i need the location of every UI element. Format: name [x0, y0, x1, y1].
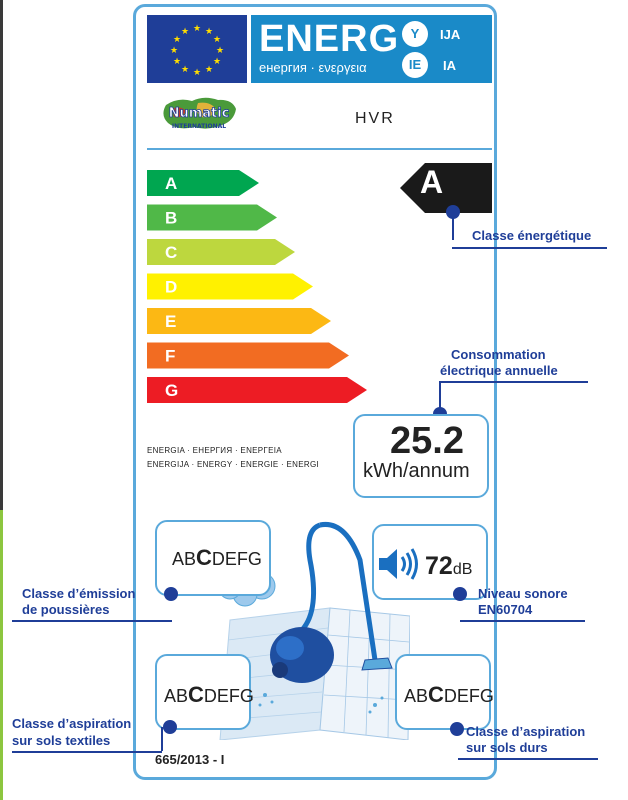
svg-text:★: ★ [193, 68, 201, 78]
dust-scale-suffix: DEFG [211, 549, 262, 569]
dust-emission-box [155, 520, 271, 596]
efficiency-bar-label: D [165, 278, 177, 297]
noise-label-line2: EN60704 [478, 602, 533, 617]
svg-text:★: ★ [173, 35, 181, 45]
carpet-cleaning-label-line1: Classe d’aspiration [12, 716, 132, 731]
svg-text:★: ★ [216, 46, 224, 56]
hard-floor-scale-prefix: AB [404, 686, 429, 706]
dust-emission-label-line2: de poussières [22, 602, 110, 617]
svg-text:★: ★ [193, 24, 201, 34]
noise-unit: dB [452, 561, 473, 578]
eu-flag-icon: ★ ★ ★ ★ ★ ★ ★ ★ ★ ★ ★ ★ [147, 15, 247, 83]
energy-class-label: Classe énergétique [472, 228, 592, 243]
energy-class-leader-line [452, 206, 454, 240]
hard-floor-cleaning-label-line2: sur sols durs [466, 740, 548, 755]
consumption-label-line2: électrique annuelle [440, 363, 558, 378]
dust-scale-prefix: AB [172, 549, 197, 569]
efficiency-bar-label: G [165, 381, 178, 400]
efficiency-bar-g [147, 377, 367, 403]
logo-wordmark: Numatic [169, 106, 230, 121]
speaker-icon [377, 546, 421, 587]
energy-class-underline [452, 247, 607, 249]
energy-class-arrow [400, 163, 492, 218]
consumption-leader-line [439, 381, 441, 411]
noise-pointer-dot [453, 587, 467, 601]
svg-text:★: ★ [181, 27, 189, 37]
carpet-scale-suffix: DEFG [203, 686, 254, 706]
energy-label-frame [133, 4, 497, 780]
numatic-logo: Numatic INTERNATIONAL [158, 95, 240, 135]
efficiency-bar-label: C [165, 243, 177, 262]
svg-text:★: ★ [213, 35, 221, 45]
svg-text:★: ★ [173, 57, 181, 67]
consumption-box [353, 414, 489, 498]
efficiency-bar-a [147, 170, 259, 196]
consumption-label-line1: Consommation [451, 347, 546, 362]
logo-subtext: INTERNATIONAL [172, 123, 226, 130]
left-edge-strip [0, 0, 3, 510]
carpet-cleaning-scale: ABCDEFG [164, 682, 254, 708]
energy-words-line2: ENERGIJA · ENERGY · ENERGIE · ENERGI [147, 460, 320, 469]
dust-emission-underline [12, 620, 172, 622]
efficiency-bar-label: E [165, 312, 176, 331]
efficiency-bar-e [147, 308, 331, 334]
consumption-unit: kWh/annum [363, 460, 470, 482]
dust-emission-label-line1: Classe d’émission [22, 586, 136, 601]
carpet-cleaning-underline [12, 751, 162, 753]
dust-emission-pointer-dot [164, 587, 178, 601]
hard-floor-cleaning-label-line1: Classe d’aspiration [466, 724, 586, 739]
dust-emission-scale: ABCDEFG [172, 545, 262, 571]
svg-text:★: ★ [170, 46, 178, 56]
noise-underline [460, 620, 585, 622]
consumption-underline [440, 381, 588, 383]
energy-class-pointer-dot [446, 205, 460, 219]
language-code-badge: IE [402, 52, 428, 78]
efficiency-scale-graphic: ABCDEFG [147, 170, 367, 403]
language-code-badge: IA [443, 58, 456, 73]
energy-words-line1: ENERGIA · ЕНЕРГИЯ · ΕΝΕΡΓΕΙΑ [147, 446, 282, 455]
hard-floor-scale-suffix: DEFG [443, 686, 494, 706]
carpet-cleaning-leader-line [161, 727, 163, 751]
carpet-cleaning-pointer-dot [163, 720, 177, 734]
svg-text:★: ★ [213, 57, 221, 67]
svg-text:★: ★ [205, 27, 213, 37]
hard-floor-cleaning-scale: ABCDEFG [404, 682, 494, 708]
carpet-cleaning-box [155, 654, 251, 730]
regulation-number: 665/2013 - I [155, 752, 225, 767]
model-name: HVR [355, 110, 395, 127]
efficiency-bar-label: A [165, 174, 177, 193]
efficiency-bar-c [147, 239, 295, 265]
efficiency-bar-b [147, 204, 277, 231]
carpet-cleaning-label-line2: sur sols textiles [12, 733, 111, 748]
noise-value: 72dB [425, 552, 472, 581]
left-edge-accent [0, 510, 3, 800]
efficiency-bar-d [147, 273, 313, 300]
energy-class-value: A [420, 164, 444, 200]
noise-box [372, 524, 488, 600]
hard-floor-scale-active: C [428, 682, 444, 707]
energy-banner [251, 15, 492, 83]
carpet-scale-prefix: AB [164, 686, 189, 706]
energy-banner-title: ENERG [259, 18, 400, 60]
header-divider [147, 148, 492, 150]
dust-scale-active: C [196, 545, 212, 570]
noise-label-line1: Niveau sonore [478, 586, 568, 601]
svg-text:★: ★ [181, 65, 189, 75]
carpet-scale-active: C [188, 682, 204, 707]
language-code-badge: IJA [440, 27, 461, 42]
consumption-value: 25.2 [390, 420, 464, 462]
hard-floor-cleaning-underline [458, 758, 598, 760]
hard-floor-cleaning-pointer-dot [450, 722, 464, 736]
hard-floor-cleaning-box [395, 654, 491, 730]
efficiency-bar-label: B [165, 209, 177, 228]
efficiency-bar-f [147, 342, 349, 369]
noise-number: 72 [425, 552, 453, 580]
language-code-badge: Y [402, 21, 428, 47]
energy-banner-subtitle: енергия · ενεργεια [259, 60, 367, 75]
efficiency-bar-label: F [165, 347, 175, 366]
svg-text:★: ★ [205, 65, 213, 75]
